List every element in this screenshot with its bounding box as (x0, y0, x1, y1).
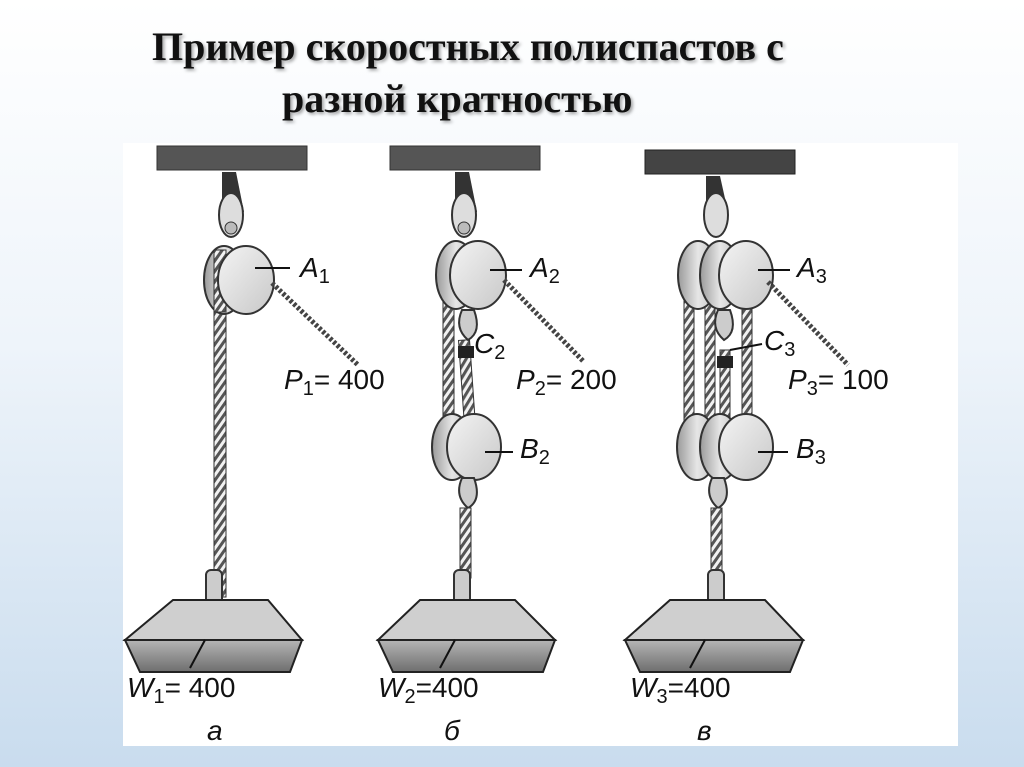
weight-a (122, 599, 305, 641)
label-p1: P1= 400 (284, 364, 385, 400)
label-a1: A1 (298, 252, 330, 288)
caption-b: б (444, 715, 461, 746)
caption-a: а (207, 715, 223, 746)
label-b2: B2 (520, 433, 550, 469)
caption-c: в (697, 715, 712, 746)
shackle (703, 192, 729, 238)
title-line-2: разной кратностью (282, 76, 633, 121)
rope (213, 311, 227, 598)
label-c2: C2 (474, 328, 505, 364)
diagram-b: A2 C2 P2= 200 B2 W2=400 б (375, 145, 617, 746)
pull-rope (502, 278, 586, 364)
hook-c3 (714, 309, 734, 342)
ceiling-beam (389, 145, 541, 171)
label-b3: B3 (796, 433, 826, 469)
ceiling-beam (156, 145, 308, 171)
pull-rope (766, 280, 850, 367)
label-w1: W1= 400 (127, 672, 235, 708)
label-c3: C3 (764, 325, 795, 361)
label-p2: P2= 200 (516, 364, 617, 400)
label-p3: P3= 100 (788, 364, 889, 400)
weight-c (622, 599, 806, 641)
diagram-a: A1 P1= 400 W1= 400 а (122, 145, 385, 746)
label-a2: A2 (528, 252, 560, 288)
title-line-1: Пример скоростных полиспастов с (152, 24, 784, 69)
ceiling-beam (644, 149, 796, 175)
pull-rope (270, 281, 360, 367)
diagram-c: A3 C3 P3= 100 B3 W3=400 в (622, 149, 889, 746)
label-w3: W3=400 (630, 672, 731, 708)
label-a3: A3 (795, 252, 827, 288)
hook-c2 (458, 309, 478, 342)
label-w2: W2=400 (378, 672, 479, 708)
weight-b (375, 599, 558, 641)
